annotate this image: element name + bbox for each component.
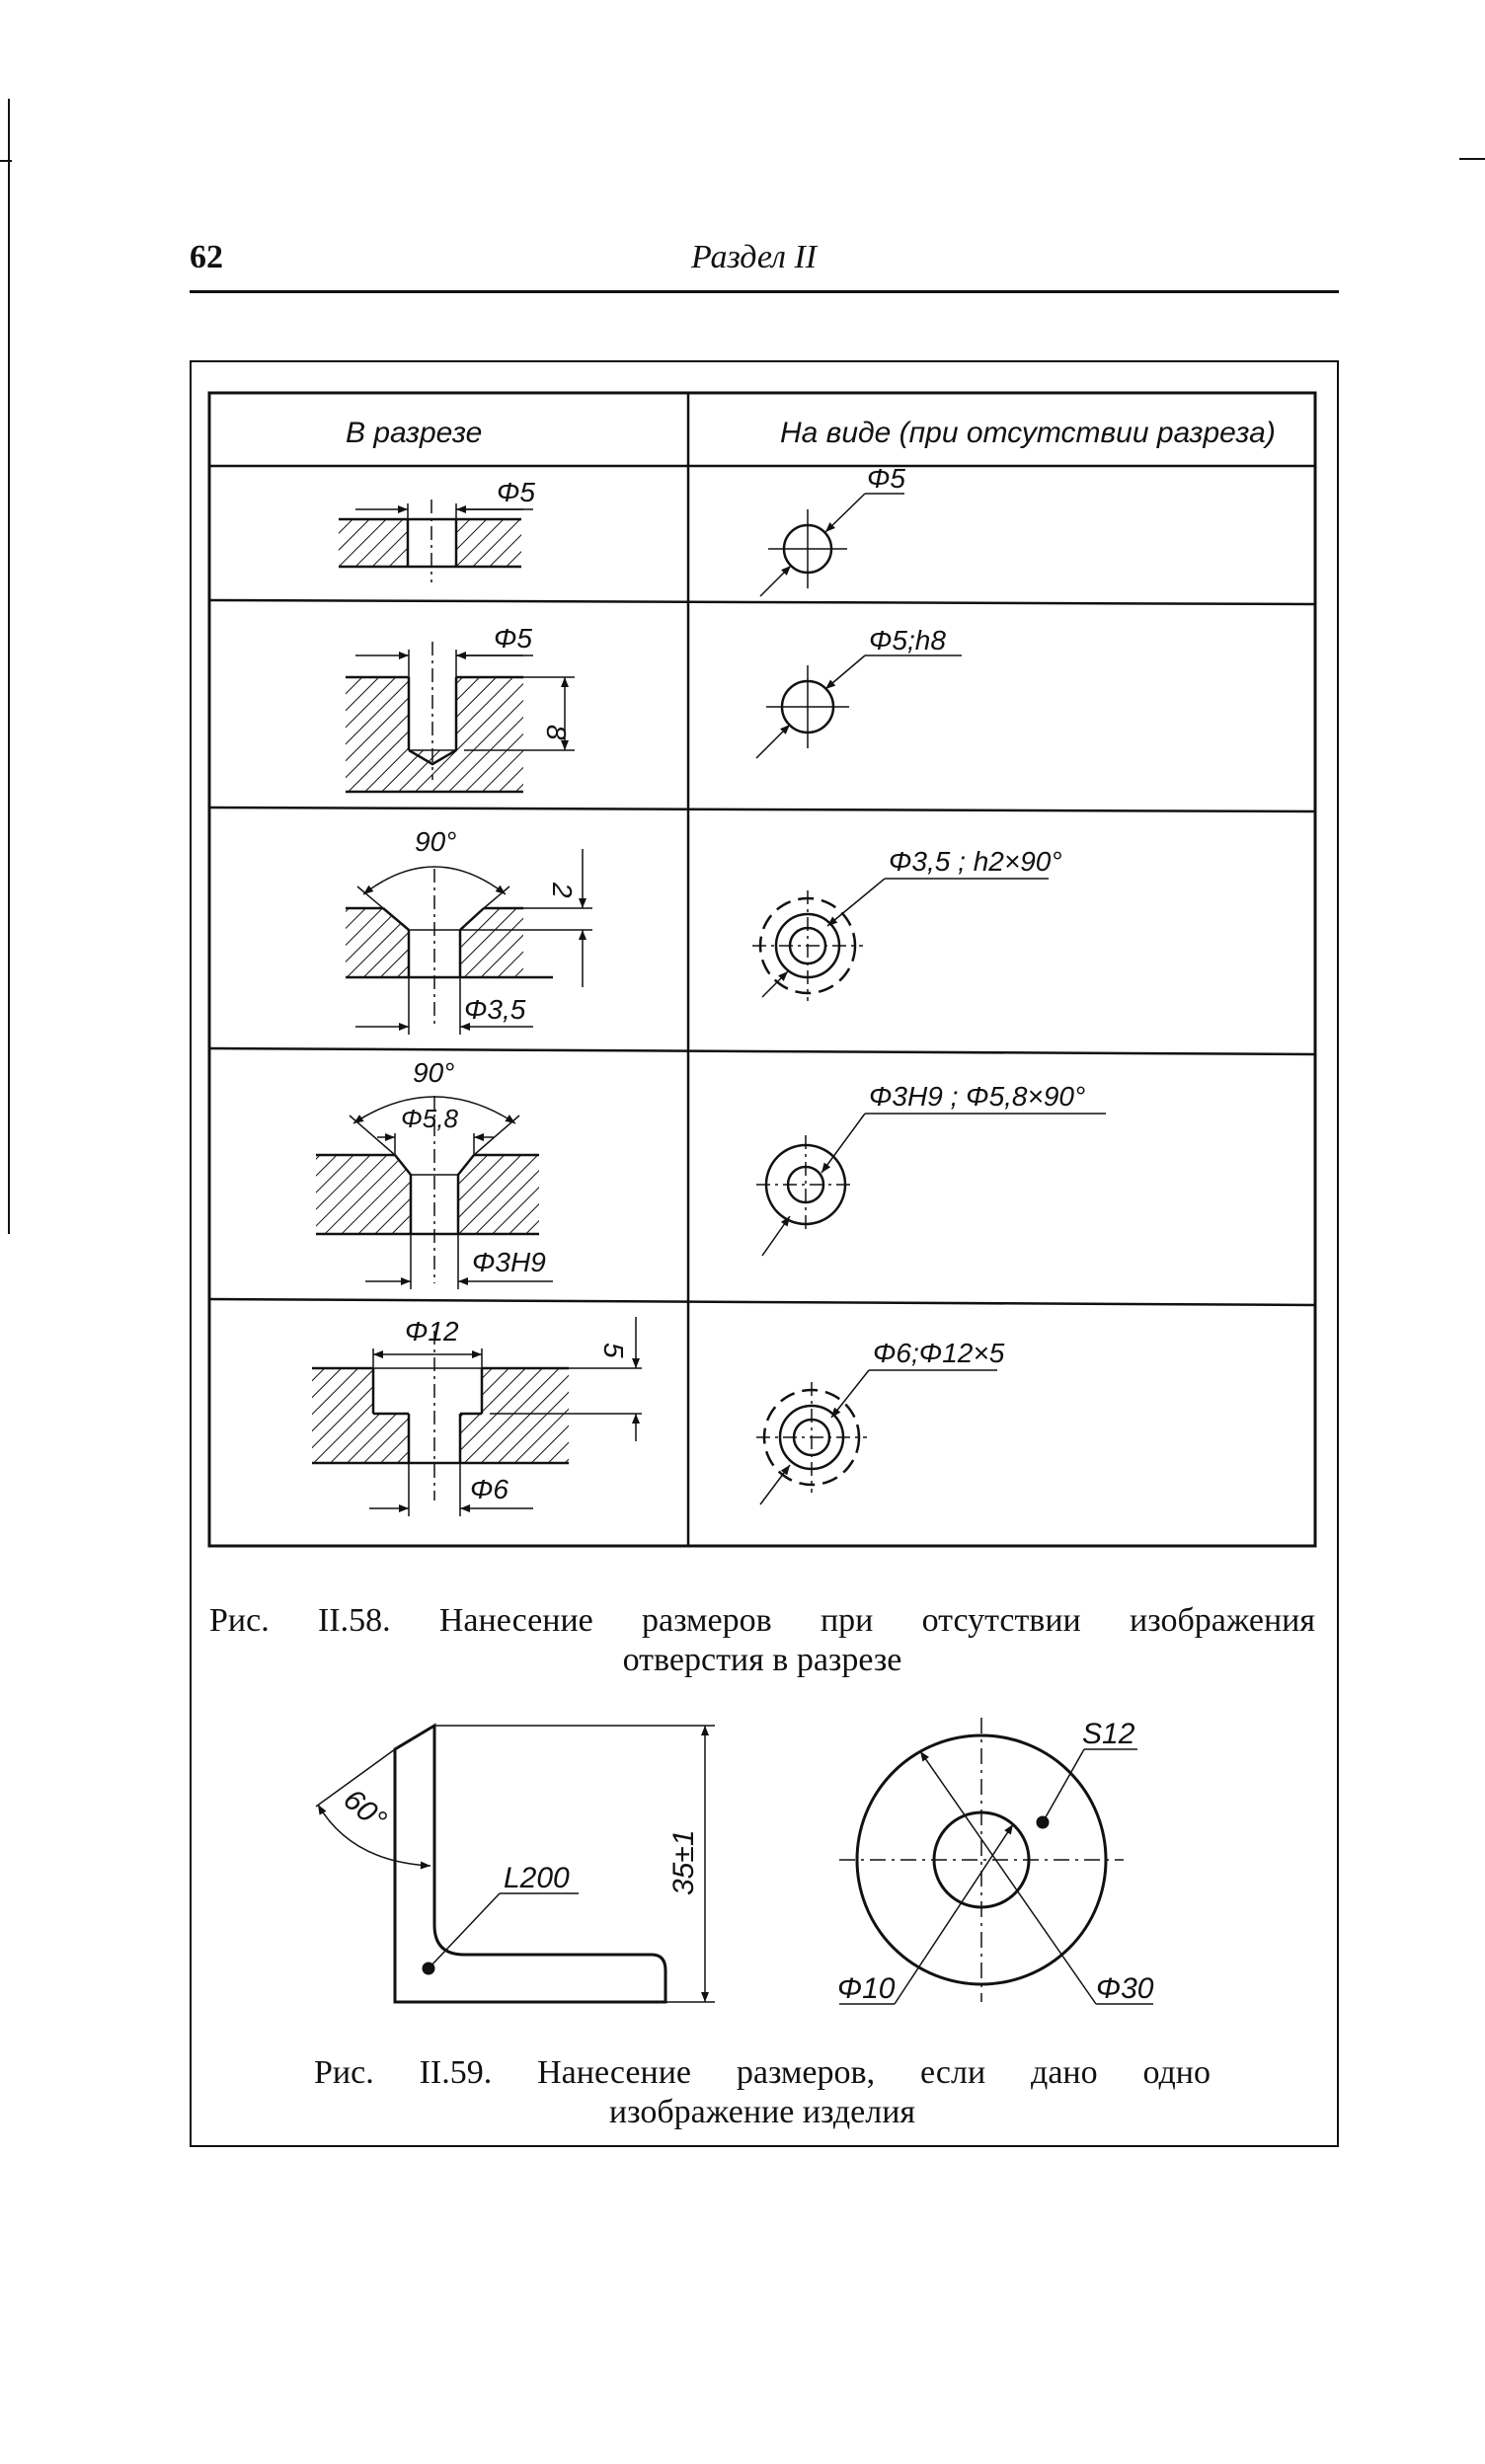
row5-section-cbore-dia: Φ12 [405,1316,459,1347]
row1-section-drawing [339,500,533,582]
row4-section-dia: Φ3H9 [472,1247,546,1277]
row3-view-label: Φ3,5 ; h2×90° [889,846,1062,877]
row2-view-drawing [755,654,962,759]
table-header-view: На виде (при отсутствии разреза) [780,417,1276,449]
row4-section-drawing [316,1096,553,1289]
figure-59-caption: Рис. II.59. Нанесение размеров, если дан… [314,2053,1211,2132]
ring-drawing [839,1718,1153,2005]
row4-section-chamfer-dia: Φ5,8 [401,1104,458,1133]
row1-view-drawing [759,493,904,597]
ring-inner-dia-label: Φ10 [837,1972,896,2005]
row1-view-label: Φ5 [867,463,905,494]
figure-58-number: Рис. II.58. [209,1602,391,1639]
bracket-bend-label: L200 [504,1862,570,1894]
table-header-section: В разрезе [346,417,482,449]
row3-section-dia: Φ3,5 [464,994,526,1025]
figure-58-caption-line2: отверстия в разрезе [622,1642,902,1678]
figure-59-caption-line2: изображение изделия [608,2094,916,2130]
bracket-angle-label: 60° [338,1783,393,1836]
figure-59-caption-line1: Нанесение размеров, если дано одно [537,2054,1211,2091]
figure-59-number: Рис. II.59. [314,2054,493,2091]
row3-view-drawing [752,878,1049,1001]
margin-mark [1459,158,1485,160]
row5-section-drawing [312,1317,642,1516]
figure-58-caption: Рис. II.58. Нанесение размеров при отсут… [209,1601,1315,1680]
angle-bracket-drawing [315,1723,715,2004]
dimension-table [207,391,1317,1548]
row2-view-label: Φ5;h8 [869,625,946,655]
page-number: 62 [190,239,223,275]
row4-view-label: Φ3H9 ; Φ5,8×90° [869,1081,1085,1112]
running-head: Раздел II [691,239,818,275]
row3-section-angle: 90° [415,826,456,857]
ring-sphere-label: S12 [1082,1718,1135,1750]
row3-section-depth: 2 [547,882,578,898]
row2-section-drawing [346,642,575,794]
header-rule [190,290,1339,293]
bracket-height-label: 35±1 [667,1829,700,1895]
row2-section-dia: Φ5 [494,623,532,654]
figure-58-caption-line1: Нанесение размеров при отсутствии изобра… [438,1602,1315,1639]
row5-view-drawing [756,1369,997,1505]
page-edge-line [8,99,10,1234]
row4-view-drawing [756,1113,1106,1257]
figure-frame [190,360,1339,2147]
row3-section-drawing [346,849,592,1035]
row1-section-dia: Φ5 [497,477,535,507]
row2-section-depth: 8 [541,725,572,740]
page-edge-tick [0,160,12,162]
ring-outer-dia-label: Φ30 [1096,1972,1154,2005]
row4-section-angle: 90° [413,1057,454,1088]
row5-section-dia: Φ6 [470,1474,508,1504]
row5-section-depth: 5 [598,1343,629,1358]
row5-view-label: Φ6;Φ12×5 [873,1338,1005,1368]
